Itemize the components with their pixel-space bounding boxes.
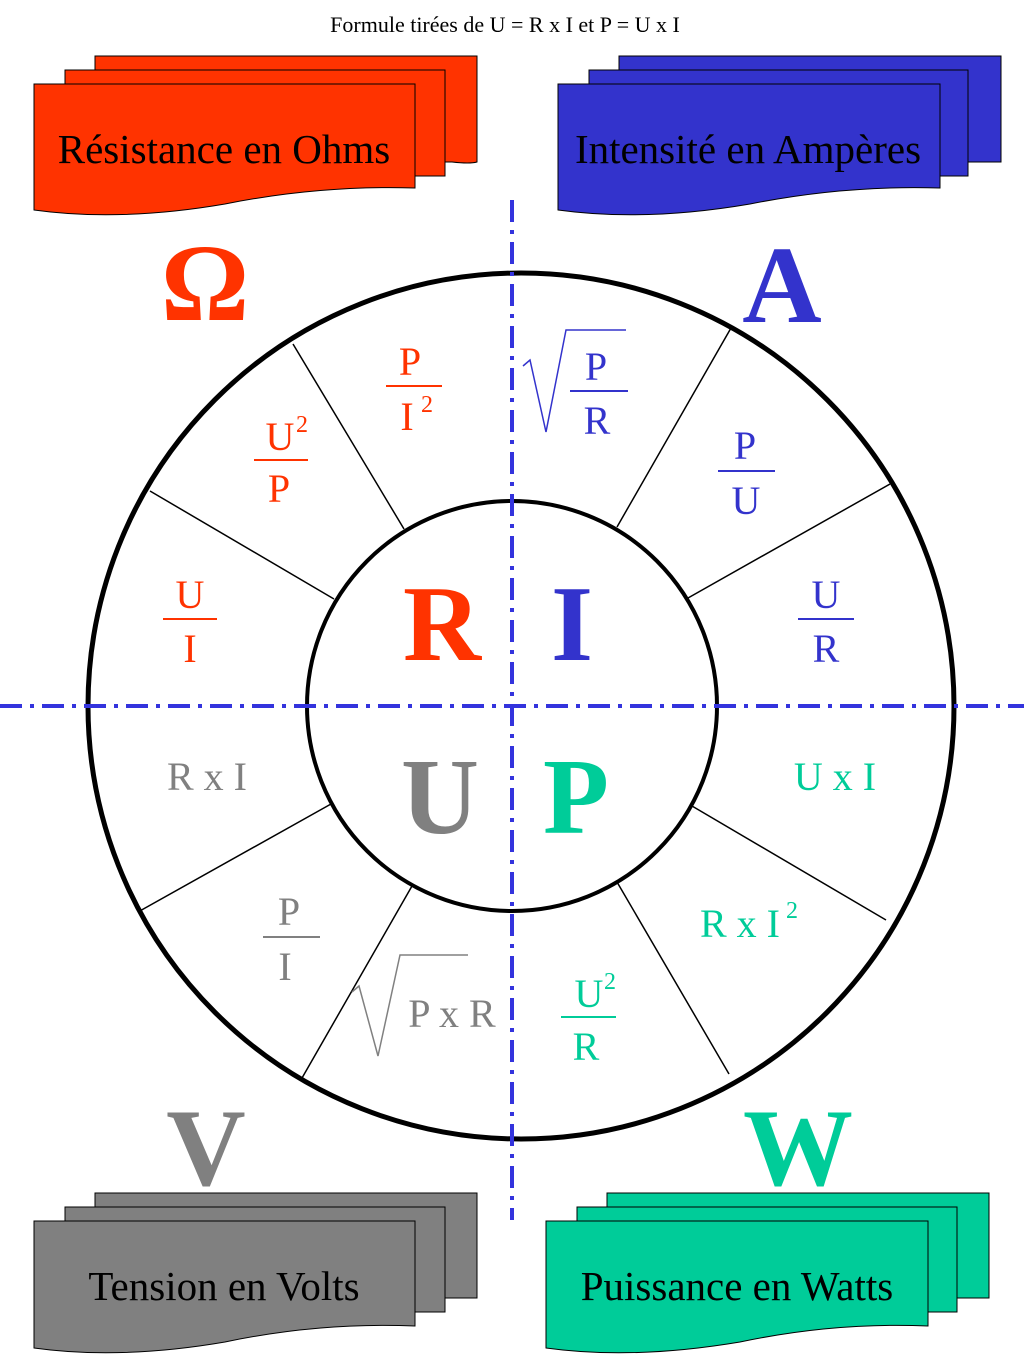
axis-lines [0,200,1024,1220]
svg-text:R x I: R x I [700,901,780,946]
intensity-card: Intensité en Ampères [557,55,1002,216]
intensity-card-label: Intensité en Ampères [575,126,921,172]
diagram-title: Formule tirées de U = R x I et P = U x I [330,12,680,37]
resistance-card-label: Résistance en Ohms [58,126,390,172]
formula-r-p-over-i2: P I 2 [386,339,442,439]
svg-text:U: U [176,572,205,617]
formula-u-p-over-i: P I [263,889,320,989]
svg-text:R: R [573,1024,600,1069]
ohm-symbol: Ω [161,222,249,344]
center-letter-i: I [551,565,593,684]
resistance-card: Résistance en Ohms [33,55,478,216]
sector-dividers [137,327,891,1079]
formula-p-u2-over-r: U 2 R [561,969,616,1069]
formula-r-u2-over-p: U 2 P [254,412,308,511]
formula-u-r-x-i: R x I [167,754,247,799]
center-letter-u: U [401,738,479,857]
tension-card-label: Tension en Volts [88,1263,359,1309]
tension-card: Tension en Volts [33,1192,478,1354]
svg-text:P: P [734,423,756,468]
formula-u-sqrt-p-x-r: P x R [351,954,496,1057]
volt-symbol: V [166,1087,245,1209]
center-letter-r: R [403,565,482,684]
formula-p-u-x-i: U x I [794,754,876,799]
svg-text:P: P [585,344,607,389]
svg-text:R: R [813,626,840,671]
sqrt-sign-icon [351,954,468,1057]
svg-text:P: P [268,466,290,511]
svg-text:2: 2 [421,392,433,418]
svg-text:I: I [400,394,413,439]
svg-text:U: U [812,572,841,617]
power-card-label: Puissance en Watts [581,1263,894,1309]
formula-i-u-over-r: U R [798,572,854,671]
formula-p-r-x-i2: R x I 2 [700,898,798,946]
formula-r-u-over-i: U I [163,572,217,671]
svg-text:R: R [584,398,611,443]
svg-text:P x R: P x R [408,991,496,1036]
ampere-symbol: A [742,224,821,346]
svg-text:2: 2 [786,898,798,924]
formula-i-p-over-u: P U [718,423,775,523]
center-letter-p: P [543,738,609,857]
svg-text:U: U [732,478,761,523]
svg-text:U: U [266,414,295,459]
formula-i-sqrt-p-over-r: P R [522,329,628,443]
sqrt-sign-icon [522,329,626,433]
svg-text:2: 2 [604,969,616,995]
svg-text:I: I [183,626,196,671]
svg-text:U: U [575,971,604,1016]
svg-text:P: P [399,339,421,384]
svg-text:2: 2 [296,412,308,438]
watt-symbol: W [743,1087,853,1209]
power-card: Puissance en Watts [545,1192,990,1354]
svg-text:P: P [278,889,300,934]
svg-text:I: I [278,944,291,989]
